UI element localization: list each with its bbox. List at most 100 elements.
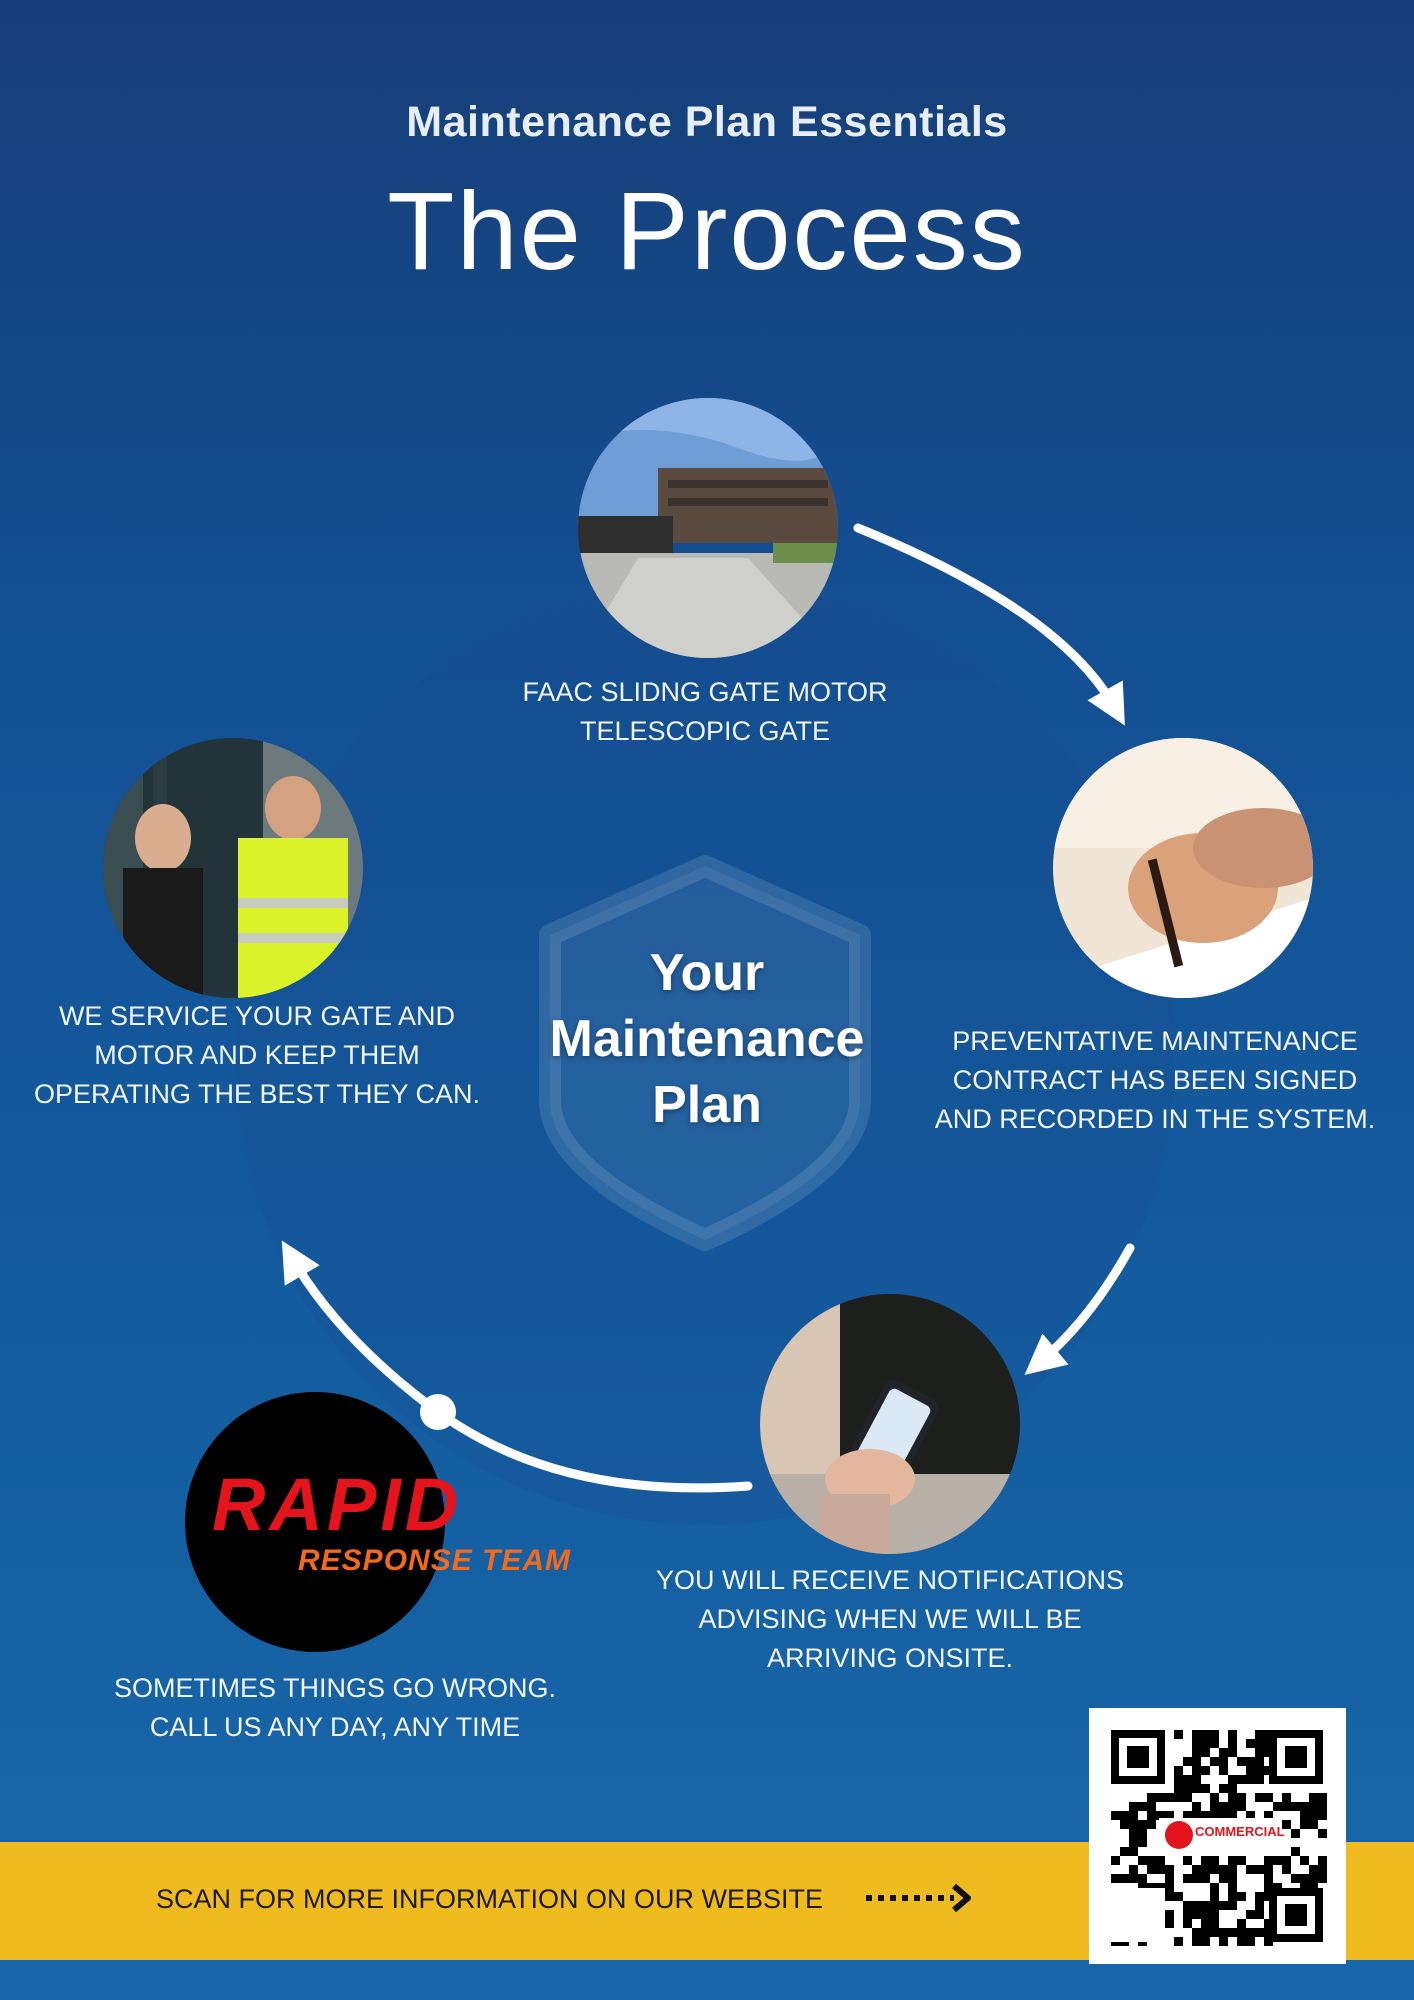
qr-module	[1282, 1802, 1291, 1811]
qr-module	[1156, 1865, 1165, 1874]
qr-module	[1300, 1820, 1309, 1829]
qr-module	[1282, 1865, 1291, 1874]
qr-module	[1147, 1856, 1156, 1865]
qr-module	[1228, 1865, 1237, 1874]
qr-module	[1192, 1730, 1201, 1739]
page-title: The Process	[387, 170, 1027, 293]
qr-module	[1165, 1910, 1174, 1919]
qr-module	[1309, 1811, 1318, 1820]
qr-module	[1129, 1802, 1138, 1811]
qr-module	[1300, 1811, 1309, 1820]
gate-photo	[578, 398, 838, 658]
qr-module	[1228, 1730, 1237, 1739]
qr-module	[1264, 1739, 1273, 1748]
qr-module	[1237, 1793, 1246, 1802]
qr-module	[1129, 1847, 1138, 1856]
qr-module	[1156, 1883, 1165, 1892]
qr-module	[1210, 1802, 1219, 1811]
qr-module	[1201, 1937, 1210, 1946]
qr-module	[1138, 1802, 1147, 1811]
arrow-contract-to-notify	[1024, 1243, 1135, 1376]
page-subtitle: Maintenance Plan Essentials	[406, 98, 1008, 146]
qr-module	[1183, 1919, 1192, 1928]
cycle-dot	[420, 1394, 456, 1430]
qr-module	[1210, 1811, 1219, 1820]
qr-module	[1264, 1766, 1273, 1775]
qr-module	[1264, 1874, 1273, 1883]
qr-code[interactable]: COMMERCIAL	[1089, 1708, 1346, 1964]
qr-module	[1147, 1811, 1156, 1820]
qr-module	[1201, 1919, 1210, 1928]
qr-module	[1210, 1757, 1219, 1766]
qr-module	[1192, 1802, 1201, 1811]
qr-module	[1147, 1820, 1156, 1829]
qr-module	[1309, 1865, 1318, 1874]
qr-module	[1228, 1739, 1237, 1748]
qr-module	[1219, 1802, 1228, 1811]
qr-module	[1237, 1919, 1246, 1928]
qr-module	[1228, 1892, 1237, 1901]
qr-module	[1219, 1757, 1228, 1766]
qr-module	[1255, 1748, 1264, 1757]
qr-module	[1129, 1838, 1138, 1847]
notification-photo	[760, 1294, 1020, 1554]
qr-module	[1201, 1748, 1210, 1757]
qr-module	[1264, 1730, 1273, 1739]
qr-module	[1165, 1874, 1174, 1883]
qr-module	[1183, 1775, 1192, 1784]
qr-module	[1264, 1748, 1273, 1757]
qr-module	[1282, 1856, 1291, 1865]
qr-module	[1318, 1856, 1327, 1865]
qr-module	[1201, 1739, 1210, 1748]
qr-module	[1138, 1838, 1147, 1847]
qr-module	[1300, 1856, 1309, 1865]
qr-module	[1138, 1820, 1147, 1829]
qr-module	[1309, 1820, 1318, 1829]
qr-module	[1120, 1811, 1129, 1820]
qr-module	[1210, 1883, 1219, 1892]
qr-module	[1129, 1865, 1138, 1874]
qr-module	[1138, 1874, 1147, 1883]
qr-module	[1129, 1820, 1138, 1829]
qr-module	[1192, 1937, 1201, 1946]
qr-module	[1165, 1811, 1174, 1820]
qr-module	[1219, 1784, 1228, 1793]
qr-module	[1183, 1910, 1192, 1919]
qr-module	[1210, 1901, 1219, 1910]
qr-module	[1228, 1793, 1237, 1802]
qr-module	[1228, 1874, 1237, 1883]
rapid-logo-circle	[185, 1392, 445, 1652]
qr-module	[1210, 1793, 1219, 1802]
qr-module	[1264, 1883, 1273, 1892]
qr-module	[1183, 1874, 1192, 1883]
qr-module	[1210, 1910, 1219, 1919]
qr-module	[1111, 1874, 1120, 1883]
qr-module	[1174, 1775, 1183, 1784]
qr-module	[1255, 1766, 1264, 1775]
qr-module	[1201, 1865, 1210, 1874]
qr-module	[1228, 1811, 1237, 1820]
qr-module	[1246, 1937, 1255, 1946]
qr-module	[1237, 1775, 1246, 1784]
qr-module	[1192, 1784, 1201, 1793]
caption-service-line-2: MOTOR AND KEEP THEM	[94, 1040, 420, 1070]
qr-module	[1201, 1811, 1210, 1820]
qr-module	[1318, 1829, 1327, 1838]
qr-module	[1309, 1793, 1318, 1802]
qr-module	[1237, 1856, 1246, 1865]
qr-module	[1120, 1874, 1129, 1883]
qr-module	[1255, 1730, 1264, 1739]
qr-module	[1201, 1910, 1210, 1919]
contract-photo	[1053, 738, 1313, 998]
qr-module	[1318, 1874, 1327, 1883]
qr-module	[1309, 1883, 1318, 1892]
qr-module	[1228, 1802, 1237, 1811]
qr-module	[1174, 1730, 1183, 1739]
rapid-logo-word: RAPID	[212, 1463, 463, 1546]
qr-module	[1219, 1874, 1228, 1883]
qr-module	[1255, 1757, 1264, 1766]
qr-module	[1264, 1928, 1273, 1937]
arrow-gate-to-contract	[853, 523, 1125, 726]
qr-module	[1228, 1901, 1237, 1910]
